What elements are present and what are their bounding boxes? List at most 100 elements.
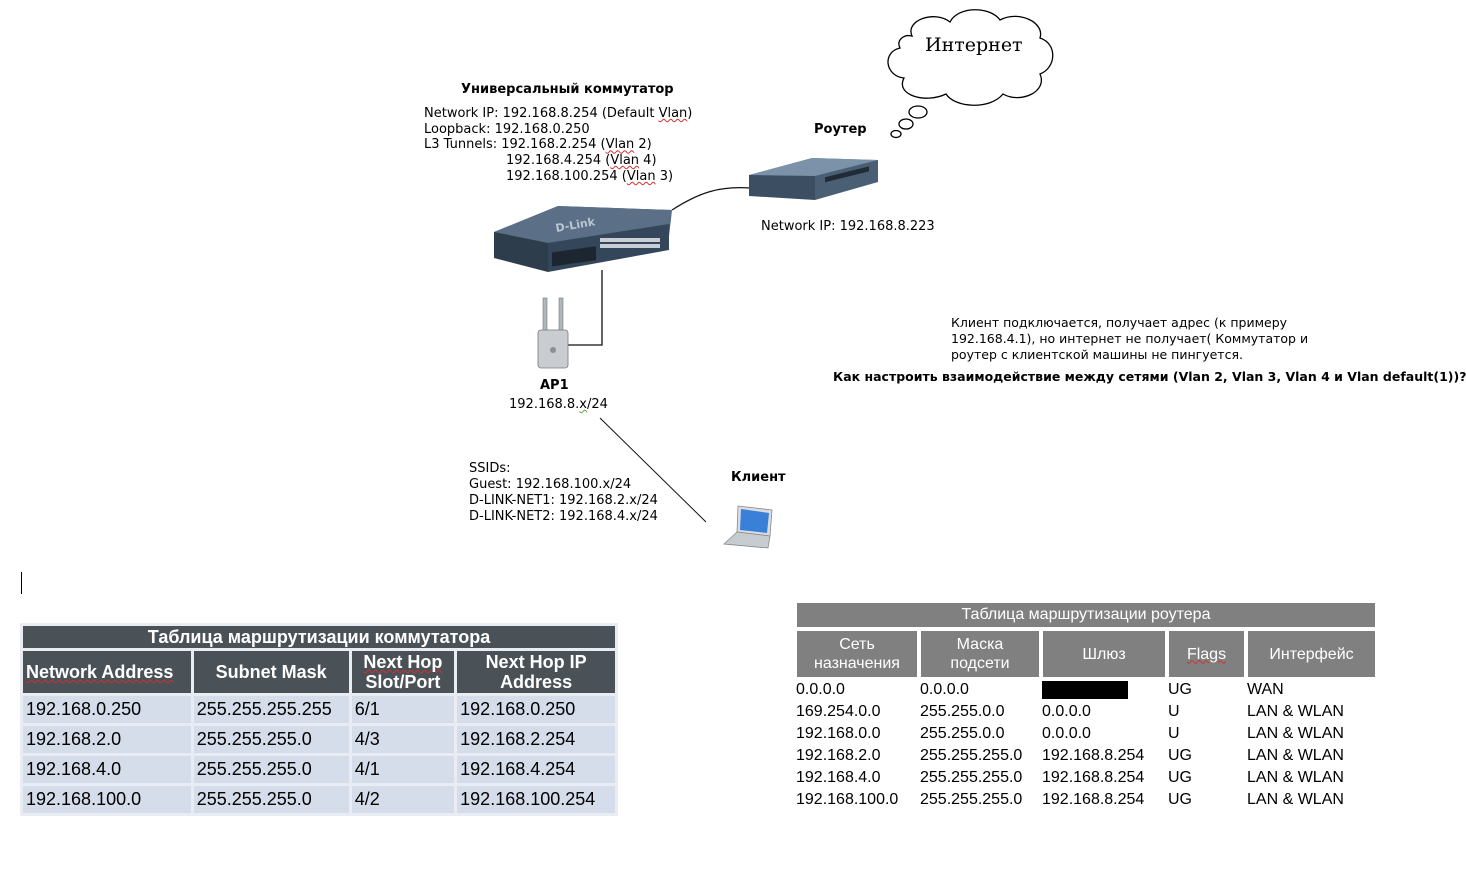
router-table-header: Шлюз: [1043, 631, 1165, 677]
switch-header-text: Address: [500, 672, 573, 692]
router-table-cell: LAN & WLAN: [1247, 703, 1344, 720]
laptop-icon: [723, 505, 773, 549]
switch-info-line: Network IP: 192.168.8.254 (Default Vlan): [424, 106, 692, 122]
switch-info-value: 192.168.100.254: [506, 168, 618, 184]
switch-info-note: ): [687, 106, 693, 121]
ssid-line: D-LINK-NET1: 192.168.2.x/24: [469, 493, 658, 508]
router-table-cell: UG: [1168, 747, 1192, 764]
table-cell: 192.168.0.250: [23, 696, 191, 723]
router-icon: [749, 158, 878, 200]
switch-info-note: (: [601, 153, 611, 169]
router-table-cell: 255.255.0.0: [920, 725, 1005, 742]
ap-ip-part: x: [579, 397, 587, 412]
switch-info-label: Network IP:: [424, 106, 503, 121]
question-line: 192.168.4.1), но интернет не получает( К…: [951, 331, 1309, 346]
router-table-cell: LAN & WLAN: [1247, 791, 1344, 808]
switch-info-note: (: [596, 137, 606, 153]
router-table-cell: 0.0.0.0: [1042, 703, 1091, 720]
table-cell: 6/1: [351, 696, 455, 723]
router-table-cell: 192.168.2.0: [796, 747, 881, 764]
switch-header-text: Next Hop IP: [485, 652, 587, 672]
table-cell: 255.255.255.0: [193, 726, 349, 753]
network-diagram: D-Link: [494, 9, 1054, 549]
table-cell: 4/2: [351, 786, 455, 813]
router-header-line: Интерфейс: [1269, 645, 1354, 663]
router-table-caption: Таблица маршрутизации роутера: [797, 603, 1375, 627]
switch-routing-table: Таблица маршрутизации коммутатора Networ…: [20, 623, 618, 816]
router-table-cell: UG: [1168, 681, 1192, 698]
text-cursor: [21, 572, 22, 594]
switch-table-header: Network Address: [23, 651, 191, 693]
ssid-line: SSIDs:: [469, 461, 511, 476]
switch-info-line: 192.168.4.254 (Vlan 4): [424, 153, 692, 169]
switch-info-line: L3 Tunnels: 192.168.2.254 (Vlan 2): [424, 137, 692, 153]
ssid-line: D-LINK-NET2: 192.168.4.x/24: [469, 509, 658, 524]
router-table-cell: 192.168.8.254: [1042, 769, 1145, 786]
router-table-cell: UG: [1168, 769, 1192, 786]
switch-info-label: L3 Tunnels:: [424, 137, 502, 153]
table-cell: 255.255.255.255: [193, 696, 349, 723]
ap-ip-part: /24: [587, 397, 608, 412]
switch-info-value: 192.168.2.254: [501, 137, 597, 153]
router-table-cell: 255.255.255.0: [920, 791, 1023, 808]
router-header-text: Flags: [1187, 645, 1226, 664]
router-header-line: назначения: [814, 655, 900, 672]
switch-header-text: Slot/Port: [365, 672, 441, 692]
switch-info-note: (: [617, 168, 627, 184]
switch-info-line: 192.168.100.254 (Vlan 3): [424, 169, 692, 185]
router-table-cell: 0.0.0.0: [920, 681, 969, 698]
switch-table-header: Subnet Mask: [193, 651, 349, 693]
router-table-cell: 192.168.100.0: [796, 791, 899, 808]
router-header-text: Шлюз: [1082, 645, 1125, 664]
router-table-cell: 169.254.0.0: [796, 703, 881, 720]
router-table-cell: 192.168.8.254: [1042, 791, 1145, 808]
switch-header-text: Subnet Mask: [215, 662, 327, 682]
router-table-cell: 0.0.0.0: [1042, 725, 1091, 742]
table-cell: 4/1: [351, 756, 455, 783]
router-header-line: Flags: [1186, 645, 1227, 663]
switch-info: Network IP: 192.168.8.254 (Default Vlan)…: [424, 106, 692, 184]
table-cell: 192.168.2.0: [23, 726, 191, 753]
router-table-cell: U: [1168, 725, 1180, 742]
table-cell: 192.168.0.250: [457, 696, 615, 723]
router-table-header: Flags: [1169, 631, 1244, 677]
ap-client-link: [599, 417, 707, 523]
table-cell: 192.168.2.254: [457, 726, 615, 753]
switch-info-note: 3): [655, 168, 674, 184]
cloud-icon: [887, 9, 1054, 139]
table-cell: 192.168.100.254: [457, 786, 615, 813]
router-header-line: Шлюз: [1082, 645, 1126, 663]
switch-info-value: 192.168.8.254: [502, 106, 598, 121]
question-bold: Как настроить взаимодействие между сетям…: [833, 369, 1466, 384]
switch-info-value: 192.168.0.250: [494, 121, 590, 137]
router-table-cell: 0.0.0.0: [796, 681, 845, 698]
router-table-cell: 255.255.255.0: [920, 769, 1023, 786]
router-table-header: Интерфейс: [1248, 631, 1375, 677]
switch-header-text: Network Address: [26, 662, 174, 682]
switch-title: Универсальный коммутатор: [461, 82, 674, 97]
router-header-text: Интерфейс: [1269, 645, 1353, 664]
router-table-cell: 255.255.255.0: [920, 747, 1023, 764]
question-line: роутер с клиентской машины не пингуется.: [951, 347, 1243, 362]
internet-label: Интернет: [925, 34, 1023, 56]
ap-ip-part: 192.168.8.: [509, 397, 580, 412]
router-table-cell: LAN & WLAN: [1247, 725, 1344, 742]
switch-info-note: (Default: [597, 106, 659, 121]
ap-title: AP1: [540, 378, 569, 393]
ap-ip: 192.168.8.x/24: [509, 397, 608, 413]
table-cell: 4/3: [351, 726, 455, 753]
switch-info-line: Loopback: 192.168.0.250: [424, 122, 692, 138]
router-table-cell: U: [1168, 703, 1180, 720]
question-line: Клиент подключается, получает адрес (к п…: [951, 315, 1288, 330]
router-table-cell: WAN: [1247, 681, 1284, 698]
access-point-icon: [537, 297, 569, 369]
router-header-line: Маска: [956, 636, 1004, 653]
